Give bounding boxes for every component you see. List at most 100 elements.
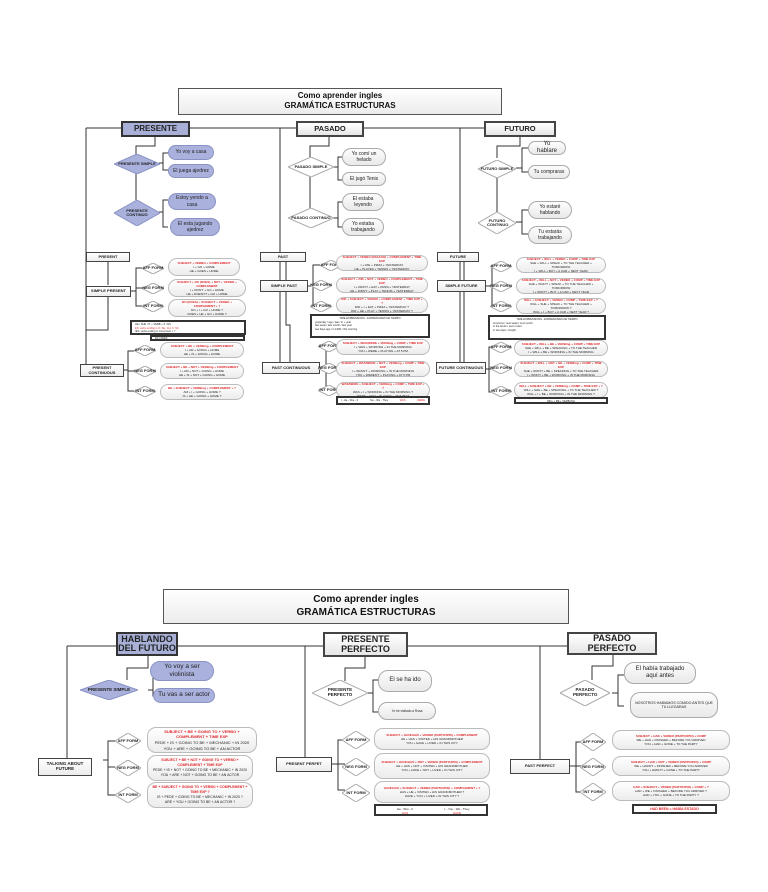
example-bubble: NOSOTROS HABIAMOS COMIDO ANTES QUE TU LL… (630, 692, 718, 718)
formula-bubble: WILL + SUBJECT + BE + VERBing + COMP + T… (514, 382, 608, 398)
header-pasado-perfecto: PASADO PERFECTO (567, 632, 657, 655)
form-diamond: NEG FORM (115, 760, 141, 776)
form-diamond: INT FORM (490, 301, 512, 312)
group-label-talking-about-future: TALKING ABOUT FUTURE (38, 758, 92, 776)
form-diamond: INT FORM (115, 787, 141, 803)
header-hablando-del-futuro: HABLANDO DEL FUTURO (116, 632, 178, 656)
diamond-presente-simple: PRESENTE SIMPLE (80, 680, 138, 700)
form-diamond: NEG FORM (134, 366, 156, 377)
example-bubble: Yo he visitado a Rosa (378, 702, 436, 720)
note-box: WILL + BE + VERB-ING (514, 397, 608, 404)
example-bubble: El jugó Tenis (342, 172, 386, 186)
formula-bubble: SUBJECT + WILL + NOT + BE + VERBing + CO… (514, 361, 608, 377)
example-bubble: Yo voy a casa (168, 145, 214, 160)
diamond-pasado-continuo: PASADO CONTINUO (288, 208, 334, 228)
example-bubble: Yo comí un helado (342, 148, 386, 166)
formula-bubble: SUBJECT + DID + NOT + VERBO + COMPLEMENT… (336, 277, 428, 293)
diamond-futuro-simple: FUTURO SIMPLE (478, 160, 516, 178)
formula-bubble: DO (DOES) + SUBJECT + VERBO + COMPLEMENT… (168, 299, 246, 317)
diamond-presente-simple: PRESENTE SIMPLE (114, 154, 160, 174)
form-diamond: NEG FORM (490, 363, 512, 374)
example-bubble: Yo voy a ser violinista (150, 661, 214, 681)
example-bubble: El estaba leyendo (342, 193, 384, 211)
form-diamond: NEG FORM (142, 283, 164, 294)
diamond-pasado-simple: PASADO SIMPLE (288, 157, 334, 177)
form-diamond: NEG FORM (342, 758, 370, 776)
had-been-box: HAD BEEN = HABÍA ESTADO (632, 804, 717, 814)
formula-bubble: SUBJECT + HAD + VERBO (PARTICIPIO) + COM… (612, 730, 730, 750)
formula-bubble: SUBJECT + WILL + BE + VERBing + COMP + T… (514, 340, 608, 356)
form-diamond: INT FORM (310, 301, 332, 312)
group-label-past-continuous: PAST CONTINUOUS (262, 362, 320, 374)
example-bubble: Yo estaba trabajando (342, 218, 384, 236)
header-presente: PRESENTE (121, 121, 190, 137)
formula-bubble: SUBJECT + WILL + VERBO + COMP + TIME EXP… (516, 257, 606, 273)
formula-bubble: SUBJECT + VERBO (PASADO) + COMPLEMENT + … (336, 255, 428, 271)
form-diamond: AFF FORM (342, 731, 370, 749)
header-futuro: FUTURO (484, 121, 556, 137)
header-presente-perfecto: PRESENTE PERFECTO (323, 632, 408, 657)
form-diamond: AFF FORM (490, 342, 512, 353)
title-line2: GRAMÁTICA ESTRUCTURAS (296, 606, 436, 618)
example-bubble: Estoy yendo a casa (168, 193, 216, 210)
form-diamond: NEG FORM (490, 281, 512, 292)
example-bubble: El esta jugando ajedrez (170, 218, 220, 236)
example-bubble: Yo estaré hablando (528, 201, 572, 219)
form-diamond: NEG FORM (580, 758, 606, 776)
form-diamond: AFF FORM (134, 345, 156, 356)
formula-bubble: HAVE/HAS + SUBJECT + VERBO (PARTICIPIO) … (374, 781, 490, 803)
formula-bubble: SUBJECT + BE + NOT + VERBing + COMPLEMEN… (160, 363, 244, 379)
diamond-presente-continuo: PRESENTE CONTINUO (114, 200, 160, 226)
example-bubble: Tu vas a ser actor (153, 688, 215, 703)
group-label-future-continuous: FUTURE CONTINUOUS (436, 362, 486, 374)
form-diamond: INT FORM (134, 386, 156, 397)
tense-label-present: PRESENT (86, 252, 130, 262)
form-diamond: NEG FORM (310, 280, 332, 291)
time-expressions-box: TIME EXPRESSIONS - EXPRESIONES DE TIEMPO… (488, 315, 606, 340)
formula-bubble: SUBJECT + WILL + NOT + VERBO + COMP + TI… (516, 278, 606, 294)
page1-title: Como aprender ingles GRAMÁTICA ESTRUCTUR… (178, 88, 502, 115)
form-diamond: AFF FORM (490, 261, 512, 272)
example-bubble: El se ha ido (378, 670, 432, 692)
diamond-presente-perfecto: PRESENTE PERFECTO (312, 680, 368, 706)
form-diamond: INT FORM (580, 783, 606, 801)
title-line2: GRAMÁTICA ESTRUCTURAS (284, 101, 396, 110)
formula-bubble: SUBJECT + DO (DOES) + NOT + VERBO + COMP… (168, 279, 246, 297)
diamond-futuro-continuo: FUTURO CONTINUO (478, 212, 516, 234)
note-box: DO / DOES (150, 335, 245, 341)
formula-bubble: WILL + SUBJECT + VERBO + COMP + TIME EXP… (516, 298, 606, 314)
formula-bubble: SUBJECT + WAS/WERE + VERBing + COMP + TI… (336, 339, 430, 355)
formula-bubble: SUBJECT + HAD + NOT + VERBO (PARTICIPIO)… (612, 756, 730, 776)
form-diamond: AFF FORM (115, 733, 141, 749)
group-label-simple-future: SIMPLE FUTURE (437, 280, 486, 292)
formula-bubble: BE + SUBJECT + GOING TO + VERBO + COMPLE… (147, 782, 253, 808)
formula-bubble: SUBJECT + BE + NOT + GOING TO + VERBO + … (147, 755, 253, 781)
title-line1: Como aprender ingles (297, 91, 383, 100)
form-diamond: INT FORM (142, 301, 164, 312)
form-diamond: AFF FORM (580, 733, 606, 751)
formula-bubble: BE + SUBJECT + VERBing + COMPLEMENT + ?A… (160, 384, 244, 400)
formula-bubble: SUBJECT + WAS/WERE + NOT + VERBing + COM… (336, 361, 430, 377)
tense-label-past: PAST (260, 252, 306, 262)
form-diamond: AFF FORM (142, 263, 164, 274)
example-bubble: Tu compraras (528, 165, 570, 179)
note-box: HE / SHE / IT + VERB + S / ES ES: verbs … (130, 320, 246, 335)
example-bubble: El había trabajado aquí antes (624, 662, 696, 684)
formula-bubble: SUBJECT + HAVE/HAS + NOT + VERBO (PARTIC… (374, 753, 490, 779)
group-label-simple-present: SIMPLE PRESENT (86, 286, 131, 297)
group-label-present-continuous: PRESENT CONTINUOUS (80, 364, 124, 377)
formula-bubble: SUBJECT + BE + GOING TO + VERBO + COMPLE… (147, 727, 257, 753)
group-label-simple-past: SIMPLE PAST (260, 280, 308, 292)
tense-label-future: FUTURE (437, 252, 479, 262)
formula-bubble: HAD + SUBJECT + VERBO (PARTICIPIO) + COM… (612, 781, 730, 801)
page2-title: Como aprender ingles GRAMÁTICA ESTRUCTUR… (163, 589, 569, 624)
diamond-pasado-perfecto: PASADO PERFECTO (560, 680, 610, 706)
formula-bubble: DID + SUBJECT + VERBO + COMPLEMENT + TIM… (336, 297, 428, 313)
title-line1: Como aprender ingles (313, 594, 419, 605)
formula-bubble: SUBJECT + HAVE/HAS + VERBO (PARTICIPIO) … (374, 728, 490, 750)
group-label-past-perfect: PAST PERFECT (510, 759, 570, 774)
